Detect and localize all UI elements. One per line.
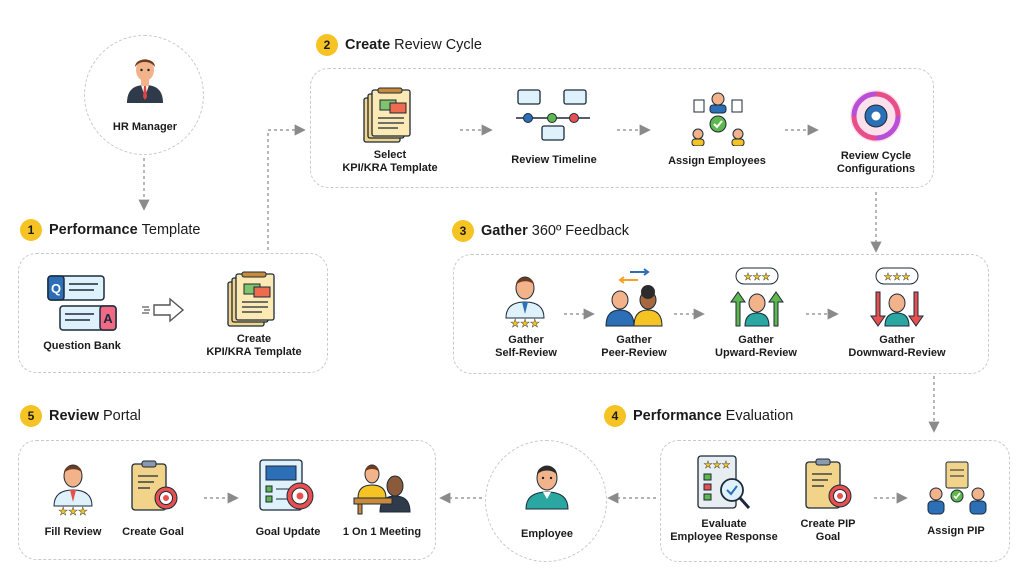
assign-pip-label: Assign PIP [927, 525, 985, 537]
evaluate-response-icon: ★★★ [697, 455, 751, 510]
template-document-icon [227, 271, 275, 327]
arrow-right-icon [142, 297, 185, 323]
review-cycle-config-icon [850, 90, 902, 142]
section-2-box [310, 68, 934, 188]
timeline-icon [516, 89, 590, 141]
self-review-icon: ★★★ [505, 276, 545, 328]
section-5-box [18, 440, 436, 560]
step-number-3: 3 [452, 220, 474, 242]
question-bank-icon: Q A [47, 275, 117, 331]
section-1-box [18, 253, 328, 373]
svg-text:Q: Q [51, 281, 61, 296]
create-goal-icon [131, 460, 178, 511]
fill-review-icon: ★★★ [53, 464, 93, 516]
svg-text:★★★: ★★★ [58, 506, 88, 516]
step-number-5: 5 [20, 405, 42, 427]
svg-text:★★★: ★★★ [884, 272, 911, 283]
goal-update-icon [259, 459, 314, 511]
step-number-2: 2 [316, 34, 338, 56]
hr-manager-label: HR Manager [112, 121, 178, 133]
goal-update-label: Goal Update [255, 526, 321, 538]
hr-manager-node: HR Manager [84, 35, 204, 155]
create-goal-label: Create Goal [122, 526, 184, 538]
review-timeline-label: Review Timeline [511, 154, 597, 166]
connector-template-to-cycle [267, 124, 306, 250]
step-number-4: 4 [604, 405, 626, 427]
upward-review-icon: ★★★ [730, 267, 784, 327]
assign-pip-icon [927, 461, 987, 515]
select-template-icon [363, 87, 411, 143]
employee-icon [525, 465, 569, 510]
manager-icon [127, 59, 163, 103]
svg-text:★★★: ★★★ [510, 318, 540, 328]
one-on-one-meeting-label: 1 On 1 Meeting [342, 526, 422, 538]
one-on-one-meeting-icon [353, 464, 411, 515]
section-4-box [660, 440, 1010, 562]
assign-employees-label: Assign Employees [668, 155, 766, 167]
svg-text:★★★: ★★★ [704, 460, 731, 471]
section-3-box [453, 254, 989, 374]
step-number-1: 1 [20, 219, 42, 241]
downward-review-icon: ★★★ [870, 267, 924, 327]
svg-text:A: A [103, 311, 113, 326]
question-bank-label: Question Bank [43, 340, 121, 352]
create-pip-goal-icon [805, 458, 852, 509]
employee-label: Employee [521, 528, 573, 540]
employee-node: Employee [485, 440, 607, 562]
svg-text:★★★: ★★★ [744, 272, 771, 283]
fill-review-label: Fill Review [44, 526, 102, 538]
assign-employees-icon [691, 92, 745, 146]
peer-review-icon [605, 268, 663, 327]
